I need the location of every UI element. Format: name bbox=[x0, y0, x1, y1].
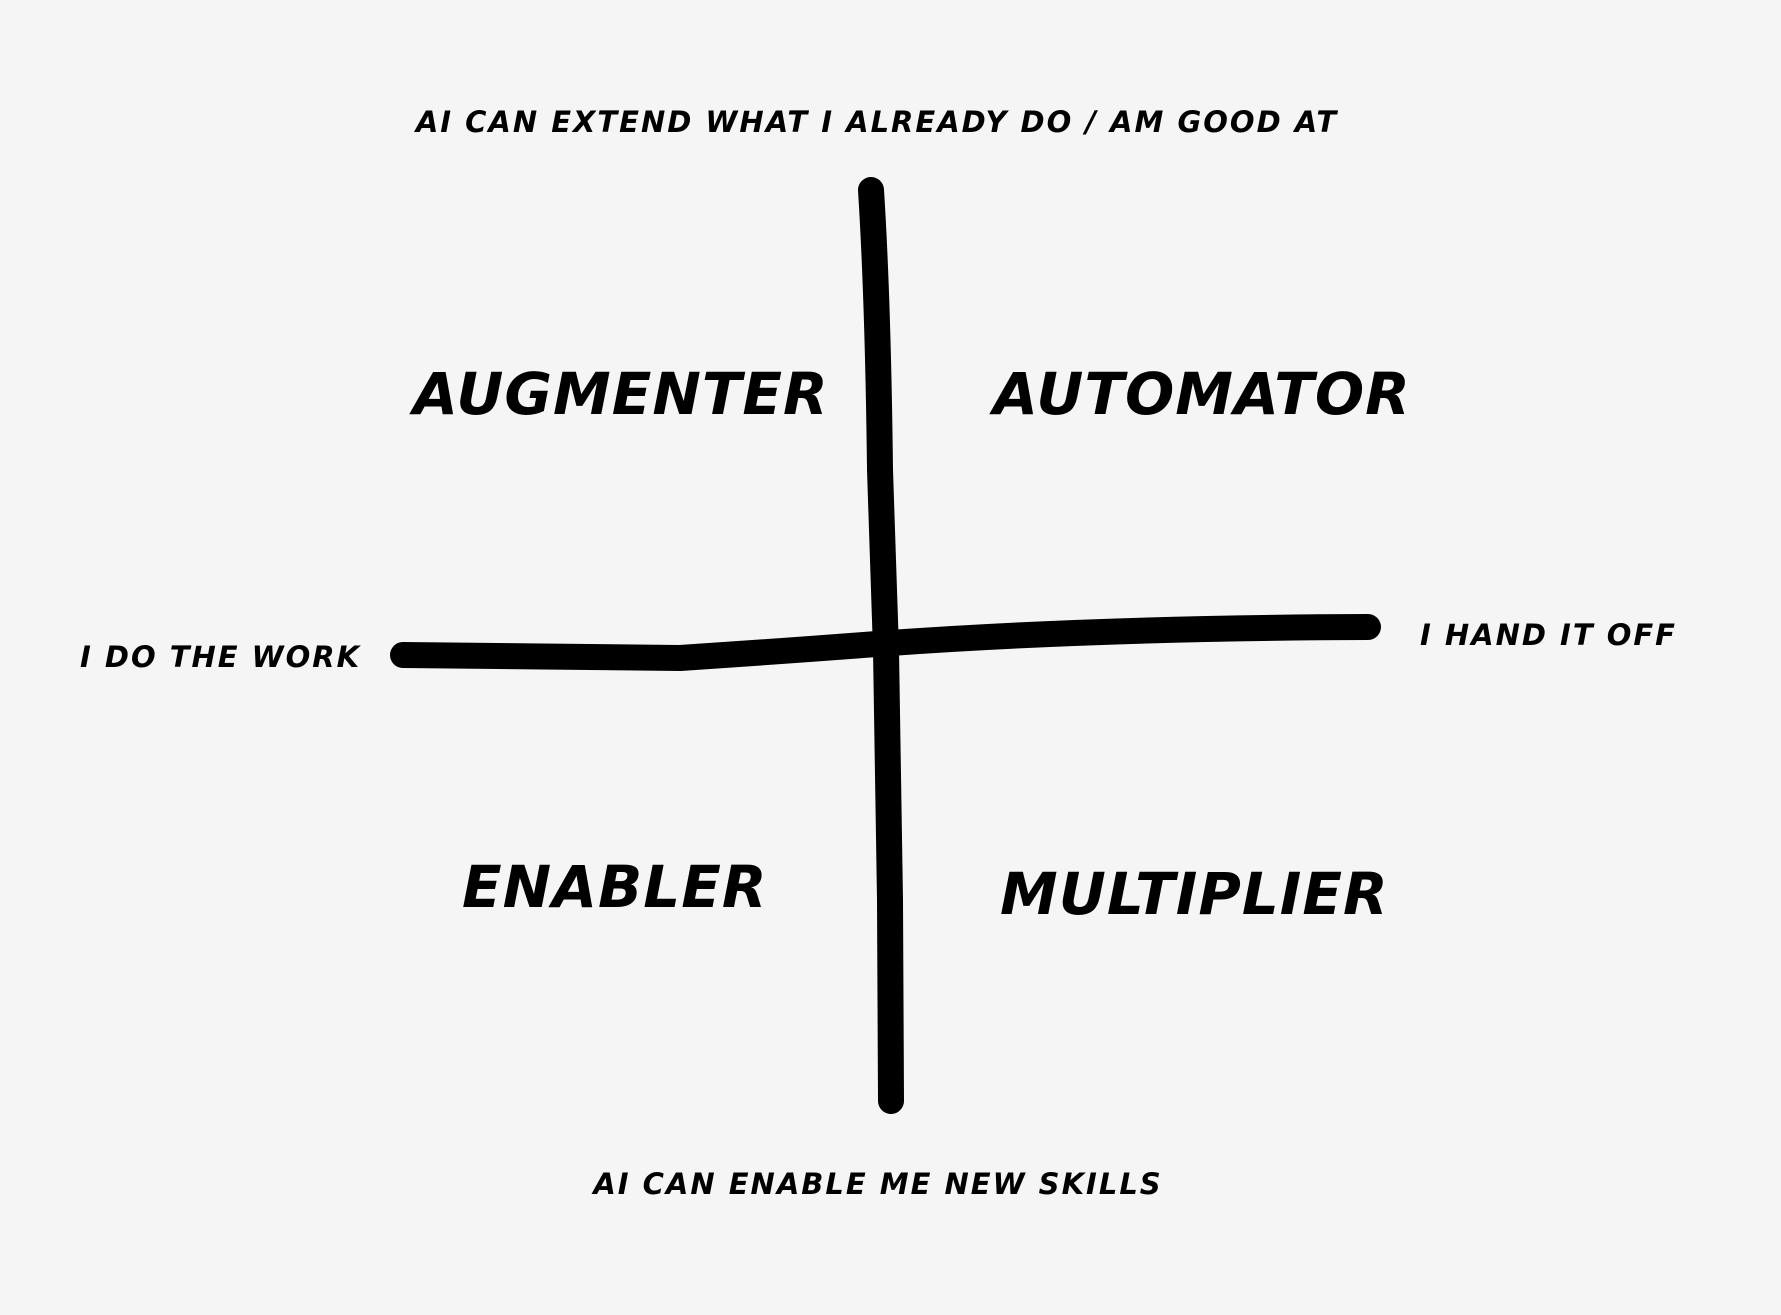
top-axis-label: AI CAN EXTEND WHAT I ALREADY DO / AM GOO… bbox=[415, 105, 1339, 139]
horizontal-axis bbox=[390, 614, 1381, 671]
left-axis-label: I DO THE WORK bbox=[80, 640, 362, 674]
quadrant-label-automator: AUTOMATOR bbox=[993, 360, 1411, 428]
quadrant-label-enabler: ENABLER bbox=[462, 853, 768, 921]
right-axis-label: I HAND IT OFF bbox=[1420, 618, 1677, 652]
bottom-axis-label: AI CAN ENABLE ME NEW SKILLS bbox=[593, 1167, 1163, 1201]
vertical-axis bbox=[858, 177, 904, 1114]
quadrant-label-augmenter: AUGMENTER bbox=[413, 360, 829, 428]
quadrant-label-multiplier: MULTIPLIER bbox=[1000, 860, 1389, 928]
